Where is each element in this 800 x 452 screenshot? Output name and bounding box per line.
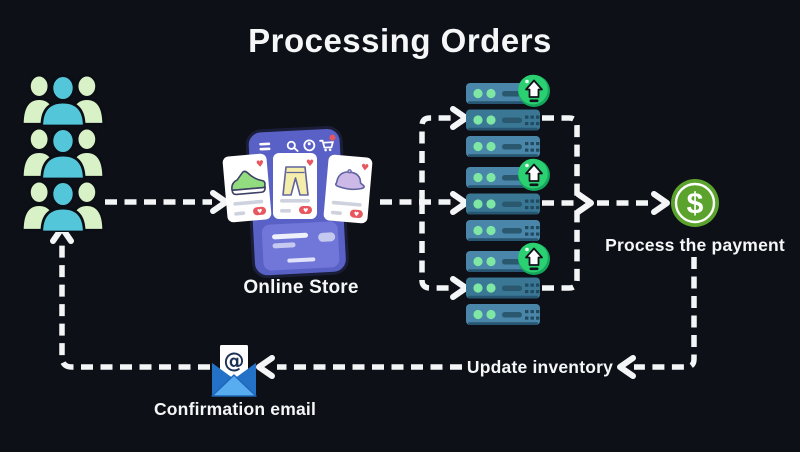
svg-text:♥: ♥ bbox=[303, 207, 308, 214]
conn-branch-top bbox=[419, 115, 452, 202]
like-button bbox=[299, 206, 312, 214]
arrowhead-store bbox=[210, 190, 229, 214]
svg-text:♥: ♥ bbox=[257, 208, 263, 215]
online-store-node: ♥ ♥ ♥ ♥ ♥ bbox=[222, 120, 414, 279]
conn-server-bottom-out bbox=[542, 210, 580, 291]
pants-image bbox=[282, 166, 309, 196]
phone-search-icon bbox=[286, 140, 299, 152]
upload-arrow-badge-icon bbox=[517, 74, 551, 108]
conn-server-top-out bbox=[542, 115, 580, 196]
at-symbol: @ bbox=[224, 349, 245, 373]
customers-node bbox=[18, 73, 108, 232]
svg-text:♥: ♥ bbox=[306, 159, 314, 169]
server-stack-2 bbox=[466, 158, 554, 242]
arrowhead-merge bbox=[575, 191, 594, 215]
people-group-icon bbox=[21, 179, 105, 232]
dollar-symbol: $ bbox=[687, 188, 704, 221]
conn-branch-bottom bbox=[419, 202, 452, 291]
online-store-phone-icon: ♥ ♥ ♥ ♥ ♥ bbox=[222, 125, 373, 279]
phone-account-icon bbox=[303, 139, 316, 152]
email-node: @ bbox=[209, 344, 259, 403]
phone-menu-icon bbox=[259, 142, 271, 151]
payment-node: $ bbox=[669, 177, 721, 234]
phone-cart-icon bbox=[319, 134, 336, 152]
server-stack-1 bbox=[466, 74, 554, 158]
upload-arrow-badge-icon bbox=[517, 242, 551, 276]
like-button bbox=[253, 206, 267, 216]
product-card-pants: ♥ ♥ bbox=[273, 153, 317, 219]
svg-text:♥: ♥ bbox=[360, 163, 369, 174]
people-group-icon bbox=[21, 126, 105, 179]
product-card-shoe: ♥ ♥ bbox=[222, 153, 272, 223]
like-button bbox=[349, 209, 363, 219]
server-stack-3 bbox=[466, 242, 554, 326]
conn-payment-inventory bbox=[634, 257, 697, 370]
update-inventory-label: Update inventory bbox=[466, 357, 614, 377]
dollar-coin-icon: $ bbox=[671, 179, 719, 227]
svg-text:♥: ♥ bbox=[354, 211, 360, 218]
email-label: Confirmation email bbox=[153, 399, 317, 419]
sneaker-image bbox=[231, 170, 266, 192]
people-group-icon bbox=[21, 73, 105, 126]
arrowhead-payment bbox=[651, 191, 670, 215]
upload-arrow-badge-icon bbox=[517, 158, 551, 192]
arrowhead-email bbox=[256, 355, 275, 379]
online-store-label: Online Store bbox=[243, 277, 359, 298]
email-envelope-icon: @ bbox=[211, 345, 257, 397]
payment-label: Process the payment bbox=[605, 235, 785, 255]
svg-text:♥: ♥ bbox=[256, 159, 265, 170]
conn-email-customers bbox=[59, 242, 210, 370]
page-title: Processing Orders bbox=[248, 22, 552, 59]
arrowhead-inventory bbox=[617, 355, 636, 379]
product-card-cap: ♥ ♥ bbox=[323, 154, 373, 224]
